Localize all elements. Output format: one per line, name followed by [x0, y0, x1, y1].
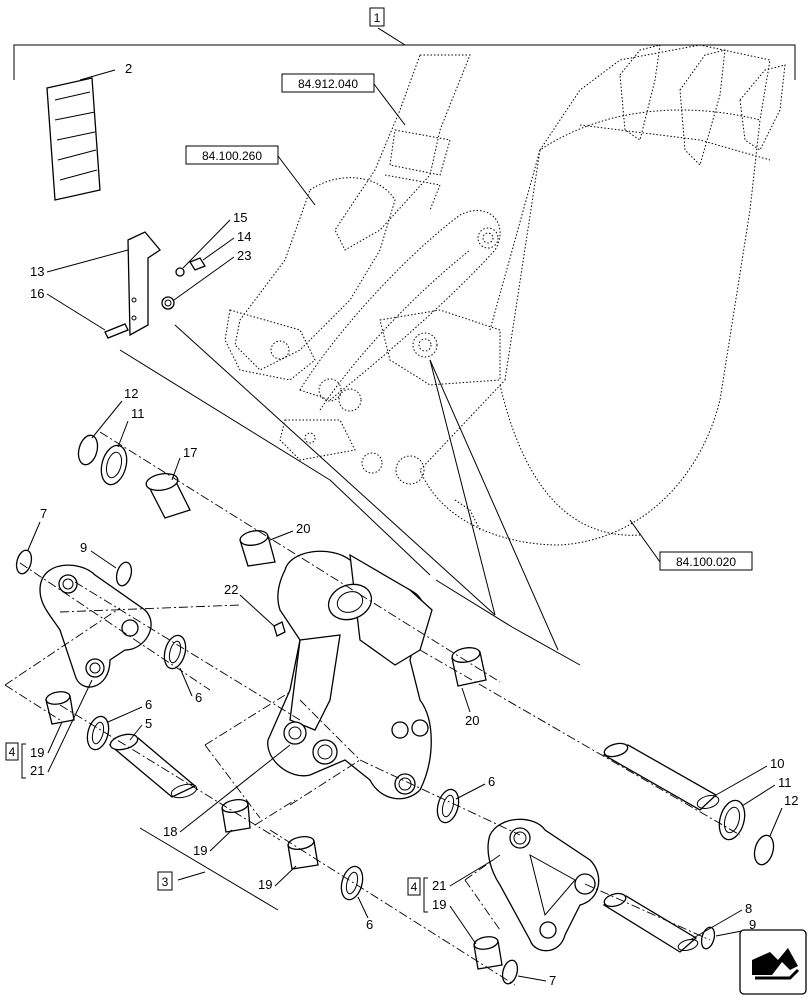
bushing-19-b — [221, 799, 251, 833]
item-label: 17 — [183, 445, 197, 460]
item-label: 19 — [432, 897, 446, 912]
bushing-20-right — [451, 647, 487, 687]
side-link-21-right — [487, 818, 600, 952]
item-label: 12 — [124, 386, 138, 401]
svg-text:84.912.040: 84.912.040 — [298, 77, 358, 91]
ghost-arm-assembly — [224, 44, 786, 546]
shim-6-c — [436, 788, 460, 824]
pin-5 — [108, 733, 198, 799]
item-label: 6 — [366, 917, 373, 932]
circlip-9-lower — [700, 926, 716, 950]
item-label: 19 — [258, 877, 272, 892]
group-box-1: 1 — [374, 11, 381, 25]
operator-manual-part — [46, 69, 116, 201]
shim-11-upper — [100, 444, 128, 486]
pin-10 — [602, 742, 720, 811]
assembly-centerlines — [4, 431, 741, 986]
item-label: 19 — [193, 843, 207, 858]
item-label: 7 — [549, 973, 556, 988]
reference-box-84-100-260: 84.100.260 — [185, 145, 316, 206]
item-label: 8 — [745, 901, 752, 916]
item-label: 6 — [195, 690, 202, 705]
item-label: 6 — [145, 697, 152, 712]
item-label: 19 — [30, 745, 44, 760]
bushing-19-c — [287, 836, 319, 870]
item-label: 15 — [233, 210, 247, 225]
bushing-20-left — [239, 530, 276, 567]
item-label: 7 — [40, 506, 47, 521]
bushing-19-a — [45, 691, 75, 725]
item-label: 11 — [778, 775, 792, 790]
item-label: 23 — [237, 248, 251, 263]
reference-box-84-912-040: 84.912.040 — [281, 73, 406, 126]
svg-text:3: 3 — [162, 875, 169, 889]
group-box-4-left — [5, 742, 19, 761]
circlip-7-upper — [15, 549, 33, 575]
pin-8 — [602, 892, 699, 953]
item-label: 9 — [80, 540, 87, 555]
item-label: 12 — [784, 793, 798, 808]
item-label: 10 — [770, 756, 784, 771]
svg-text:84.100.260: 84.100.260 — [202, 149, 262, 163]
item-label: 2 — [125, 61, 132, 76]
svg-text:4: 4 — [9, 745, 16, 759]
callout-labels: 2 15 14 23 13 16 12 11 17 7 9 20 22 6 6 … — [5, 61, 798, 988]
circlip-12-lower — [753, 834, 775, 866]
item-label: 13 — [30, 264, 44, 279]
shim-11-lower — [718, 799, 746, 841]
bushing-17 — [145, 472, 191, 519]
item-label: 14 — [237, 229, 251, 244]
shim-6-d — [340, 865, 364, 901]
bushing-19-d — [473, 936, 503, 970]
circlip-9-upper — [115, 561, 133, 587]
shim-6-a — [163, 634, 187, 670]
item-label: 6 — [488, 774, 495, 789]
next-page-arrow-icon[interactable] — [739, 929, 807, 995]
side-link-21-left — [39, 564, 152, 688]
svg-text:84.100.020: 84.100.020 — [676, 555, 736, 569]
reference-box-84-100-020: 84.100.020 — [629, 519, 753, 571]
group-box-4-right — [407, 877, 421, 896]
circlip-7-lower — [501, 959, 519, 985]
item-label: 9 — [749, 917, 756, 932]
retainer-plate-part — [104, 231, 206, 339]
item-label: 11 — [131, 406, 145, 421]
circlip-12-upper — [77, 434, 99, 466]
leader-line — [119, 349, 331, 481]
shim-6-b — [86, 715, 110, 751]
item-label: 18 — [163, 824, 177, 839]
item-label: 16 — [30, 286, 44, 301]
svg-text:4: 4 — [411, 880, 418, 894]
item-label: 5 — [145, 716, 152, 731]
item-label: 22 — [224, 582, 238, 597]
item-label: 21 — [432, 878, 446, 893]
group-1-bracket: 1 — [13, 7, 796, 80]
item-label: 20 — [296, 521, 310, 536]
group-3-bracket: 3 — [139, 827, 279, 911]
item-label: 21 — [30, 763, 44, 778]
item-label: 20 — [465, 713, 479, 728]
